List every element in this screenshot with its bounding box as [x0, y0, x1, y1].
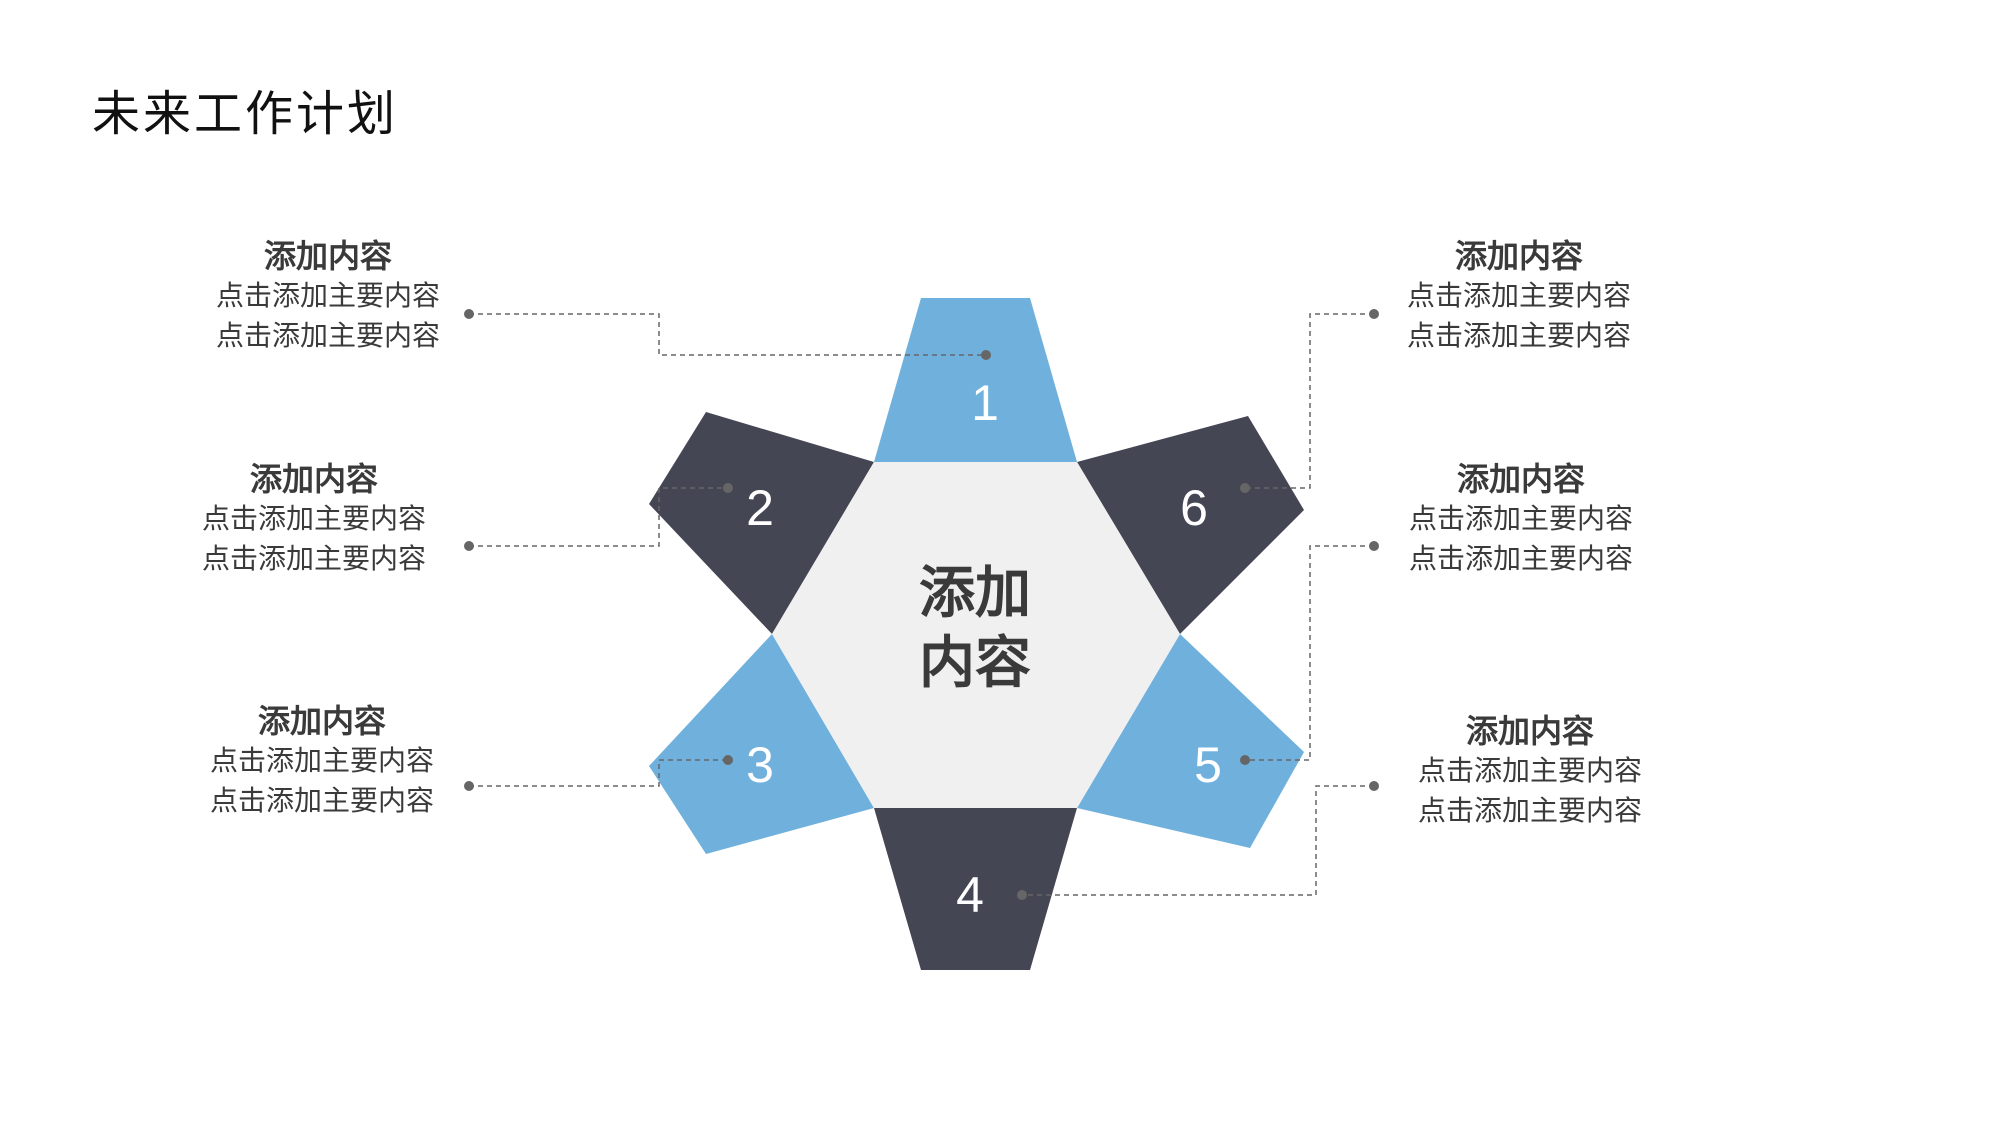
petal-5[interactable]	[1077, 634, 1304, 848]
petal-number-5: 5	[1194, 737, 1222, 793]
text-block-1[interactable]: 添加内容 点击添加主要内容 点击添加主要内容	[168, 236, 488, 356]
connector-dot	[1369, 309, 1379, 319]
petal-2[interactable]	[649, 412, 874, 634]
connector-dot	[1017, 890, 1027, 900]
connector-dot	[1369, 781, 1379, 791]
connector-dot	[464, 781, 474, 791]
connector-3	[469, 759, 728, 787]
connector-dot	[981, 350, 991, 360]
block-heading: 添加内容	[1454, 237, 1583, 275]
petal-number-2: 2	[746, 480, 774, 536]
connector-dot	[1240, 755, 1250, 765]
block-line: 点击添加主要内容	[1417, 794, 1642, 827]
petal-number-6: 6	[1180, 480, 1208, 536]
connector-4	[1245, 313, 1374, 489]
connector-dot	[1240, 483, 1250, 493]
block-line: 点击添加主要内容	[209, 784, 434, 817]
block-line: 点击添加主要内容	[1408, 542, 1633, 575]
block-line: 点击添加主要内容	[215, 319, 440, 352]
petal-1[interactable]	[874, 298, 1077, 462]
connector-dot	[723, 483, 733, 493]
block-heading: 添加内容	[249, 460, 378, 498]
petal-number-3: 3	[746, 737, 774, 793]
block-heading: 添加内容	[1465, 712, 1594, 750]
connector-1	[469, 313, 986, 356]
center-title-line2: 内容	[919, 631, 1031, 696]
text-block-6[interactable]: 添加内容 点击添加主要内容 点击添加主要内容	[1370, 711, 1690, 831]
petal-number-4: 4	[956, 867, 984, 923]
petal-number-1: 1	[971, 375, 999, 431]
block-line: 点击添加主要内容	[1408, 502, 1633, 535]
connector-5	[1245, 545, 1374, 761]
petal-6[interactable]	[1077, 416, 1304, 634]
text-block-5[interactable]: 添加内容 点击添加主要内容 点击添加主要内容	[1361, 459, 1681, 579]
block-heading: 添加内容	[1456, 460, 1585, 498]
petal-3[interactable]	[649, 634, 874, 854]
center-hexagon[interactable]	[772, 462, 1180, 808]
block-heading: 添加内容	[257, 702, 386, 740]
connector-6	[1022, 785, 1374, 896]
block-line: 点击添加主要内容	[209, 744, 434, 777]
block-line: 点击添加主要内容	[201, 542, 426, 575]
block-line: 点击添加主要内容	[215, 279, 440, 312]
text-block-3[interactable]: 添加内容 点击添加主要内容 点击添加主要内容	[162, 701, 482, 821]
block-line: 点击添加主要内容	[1406, 319, 1631, 352]
page-title: 未来工作计划	[92, 86, 399, 142]
text-block-2[interactable]: 添加内容 点击添加主要内容 点击添加主要内容	[154, 459, 474, 579]
connector-dot	[464, 309, 474, 319]
block-line: 点击添加主要内容	[201, 502, 426, 535]
connector-dot	[723, 755, 733, 765]
connector-dot	[1369, 541, 1379, 551]
petal-4[interactable]	[874, 808, 1077, 970]
connector-dot	[464, 541, 474, 551]
block-line: 点击添加主要内容	[1417, 754, 1642, 787]
center-title-line1: 添加	[919, 561, 1031, 626]
text-block-4[interactable]: 添加内容 点击添加主要内容 点击添加主要内容	[1359, 236, 1679, 356]
block-heading: 添加内容	[263, 237, 392, 275]
block-line: 点击添加主要内容	[1406, 279, 1631, 312]
connector-2	[469, 487, 728, 547]
